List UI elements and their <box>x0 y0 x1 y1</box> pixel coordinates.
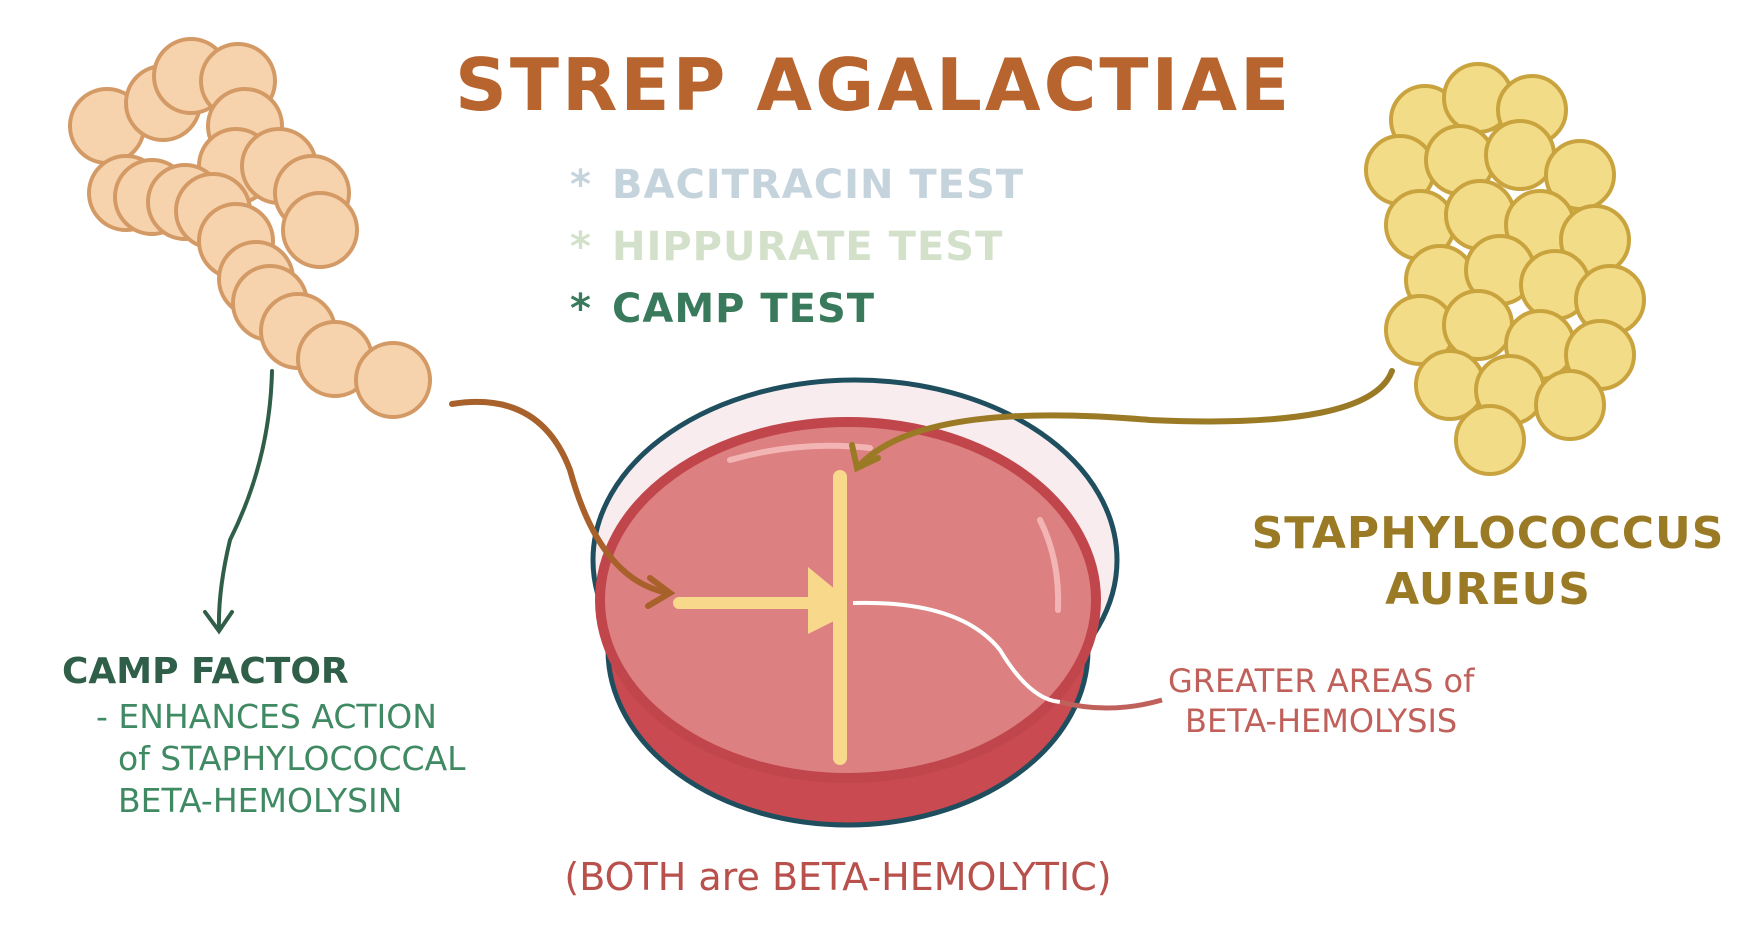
staphylococcus-cell <box>1484 119 1556 191</box>
arrowhead-icon <box>203 610 234 635</box>
staphylococcus-cell <box>1442 289 1514 361</box>
test-bacitracin: BACITRACIN TEST <box>612 162 1024 208</box>
greater-areas-line1: GREATER AREAS of <box>1168 662 1475 700</box>
test-list: * BACITRACIN TEST * HIPPURATE TEST * CAM… <box>570 162 1024 332</box>
staphylococcus-cell <box>1534 369 1606 441</box>
staphylococcus-cell <box>1454 404 1526 476</box>
test-bullet: * <box>570 224 592 270</box>
test-camp: CAMP TEST <box>612 286 875 332</box>
pointer-line <box>852 600 1061 704</box>
agar-surface <box>595 417 1101 783</box>
camp-factor-line: of STAPHYLOCOCCAL <box>118 739 466 778</box>
streptococcus-cell <box>281 191 359 269</box>
staphylococcus-aureus-cluster <box>1364 62 1646 476</box>
agar-highlight <box>1037 517 1062 613</box>
streaks <box>673 470 847 765</box>
strep-arrow <box>449 398 671 596</box>
test-bullet: * <box>570 162 592 208</box>
staph-label-line1: STAPHYLOCOCCUS <box>1252 508 1725 559</box>
arrowhead-icon <box>645 575 676 609</box>
streptococcus-cell <box>354 341 432 419</box>
petri-dish <box>590 377 1120 828</box>
staph-arrow <box>856 368 1395 469</box>
camp-factor-heading: CAMP FACTOR <box>62 651 349 692</box>
staph-label-line2: AUREUS <box>1385 564 1591 615</box>
test-hippurate: HIPPURATE TEST <box>612 224 1003 270</box>
camp-factor-line: BETA-HEMOLYSIN <box>118 781 402 820</box>
greater-areas-line2: BETA-HEMOLYSIS <box>1185 702 1457 740</box>
page-title: STREP AGALACTIAE <box>455 43 1292 127</box>
arrowhead-icon <box>849 442 881 473</box>
camp-factor-line: - ENHANCES ACTION <box>96 697 437 736</box>
pointer-line <box>1059 697 1163 711</box>
camp-arrow <box>216 369 274 631</box>
strep-agalactiae-chain <box>68 37 432 419</box>
arrowhead-hemolysis-zone <box>808 567 836 634</box>
test-bullet: * <box>570 286 592 332</box>
footnote: (BOTH are BETA-HEMOLYTIC) <box>564 855 1111 899</box>
